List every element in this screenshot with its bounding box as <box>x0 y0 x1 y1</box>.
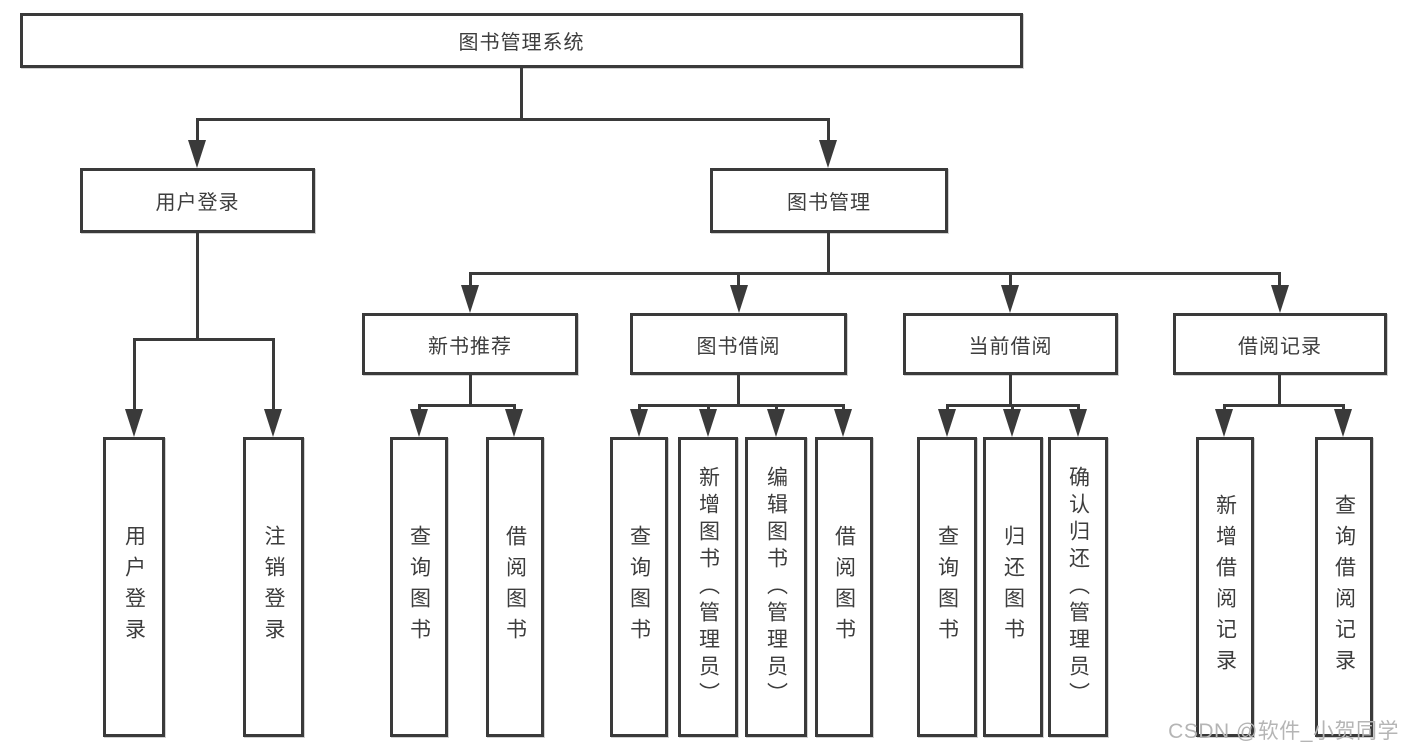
connector-line <box>196 118 199 144</box>
connector-line <box>469 272 1281 275</box>
connector-line <box>842 404 845 412</box>
csdn-watermark: CSDN @软件_小贺同学 <box>1168 720 1399 743</box>
leaf-edit-books-admin: 编辑图书（管理员） <box>745 437 807 737</box>
arrow-down-icon <box>264 409 282 437</box>
node-new-book-recommend: 新书推荐 <box>362 313 578 375</box>
arrow-down-icon <box>630 409 648 437</box>
connector-line <box>196 233 199 338</box>
leaf-user-login: 用户登录 <box>103 437 165 737</box>
arrow-down-icon <box>1215 409 1233 437</box>
connector-line <box>946 404 949 412</box>
connector-line <box>1278 272 1281 288</box>
connector-line <box>196 118 830 121</box>
node-root: 图书管理系统 <box>20 13 1023 68</box>
connector-line <box>1278 375 1281 404</box>
arrow-down-icon <box>505 409 523 437</box>
arrow-down-icon <box>767 409 785 437</box>
connector-line <box>272 338 275 412</box>
node-current-borrowing: 当前借阅 <box>903 313 1118 375</box>
connector-line <box>737 375 740 404</box>
arrow-down-icon <box>1003 409 1021 437</box>
connector-line <box>1009 375 1012 404</box>
arrow-down-icon <box>730 285 748 313</box>
connector-line <box>1077 404 1080 412</box>
connector-line <box>418 404 516 407</box>
connector-line <box>638 404 845 407</box>
leaf-add-borrow-record: 新增借阅记录 <box>1196 437 1254 737</box>
connector-line <box>133 338 275 341</box>
connector-line <box>133 338 136 412</box>
node-book-borrowing: 图书借阅 <box>630 313 847 375</box>
arrow-down-icon <box>410 409 428 437</box>
leaf-return-books: 归还图书 <box>983 437 1043 737</box>
leaf-confirm-return-admin: 确认归还（管理员） <box>1048 437 1108 737</box>
arrow-down-icon <box>1334 409 1352 437</box>
arrow-down-icon <box>819 140 837 168</box>
connector-line <box>707 404 710 412</box>
connector-line <box>520 68 523 118</box>
arrow-down-icon <box>1069 409 1087 437</box>
leaf-add-books-admin: 新增图书（管理员） <box>678 437 738 737</box>
connector-line <box>1223 404 1226 412</box>
connector-line <box>469 375 472 404</box>
node-book-management: 图书管理 <box>710 168 948 233</box>
arrow-down-icon <box>125 409 143 437</box>
connector-line <box>1011 404 1014 412</box>
arrow-down-icon <box>1001 285 1019 313</box>
leaf-query-borrow-record: 查询借阅记录 <box>1315 437 1373 737</box>
arrow-down-icon <box>699 409 717 437</box>
connector-line <box>827 118 830 144</box>
connector-line <box>737 272 740 288</box>
arrow-down-icon <box>938 409 956 437</box>
leaf-borrow-books-2: 借阅图书 <box>815 437 873 737</box>
arrow-down-icon <box>461 285 479 313</box>
connector-line <box>513 404 516 412</box>
node-user-login: 用户登录 <box>80 168 315 233</box>
arrow-down-icon <box>188 140 206 168</box>
leaf-logout: 注销登录 <box>243 437 304 737</box>
arrow-down-icon <box>1271 285 1289 313</box>
connector-line <box>469 272 472 288</box>
connector-line <box>418 404 421 412</box>
leaf-query-books-3: 查询图书 <box>917 437 977 737</box>
leaf-query-books-1: 查询图书 <box>390 437 448 737</box>
connector-line <box>1342 404 1345 412</box>
leaf-borrow-books-1: 借阅图书 <box>486 437 544 737</box>
arrow-down-icon <box>834 409 852 437</box>
connector-line <box>638 404 641 412</box>
connector-line <box>1009 272 1012 288</box>
connector-line <box>775 404 778 412</box>
leaf-query-books-2: 查询图书 <box>610 437 668 737</box>
node-borrowing-records: 借阅记录 <box>1173 313 1387 375</box>
connector-line <box>1223 404 1345 407</box>
connector-line <box>827 233 830 272</box>
